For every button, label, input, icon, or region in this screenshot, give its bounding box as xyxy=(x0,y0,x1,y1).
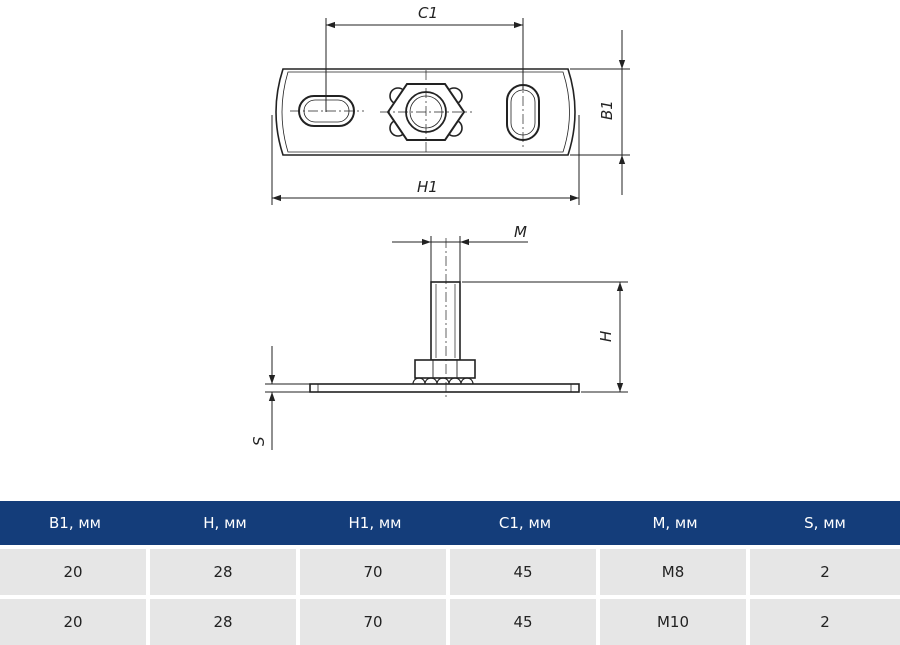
base-plate-side xyxy=(309,383,580,393)
hex-nut-side xyxy=(414,359,476,379)
header-c1: C1, мм xyxy=(450,501,600,545)
label-b1: B1 xyxy=(598,100,616,120)
top-view xyxy=(275,68,576,156)
dimension-h1 xyxy=(271,115,580,205)
table-row: 20 28 70 45 M8 2 xyxy=(0,545,900,595)
label-h: H xyxy=(597,331,615,342)
header-h: H, мм xyxy=(150,501,300,545)
table-header-row: B1, мм H, мм H1, мм C1, мм M, мм S, мм xyxy=(0,501,900,545)
header-m: M, мм xyxy=(600,501,750,545)
header-h1: H1, мм xyxy=(300,501,450,545)
technical-drawing: C1 B1 H1 xyxy=(250,4,630,450)
cell-h1: 70 xyxy=(300,595,450,645)
label-c1: C1 xyxy=(418,4,438,22)
dimension-s xyxy=(265,346,310,450)
cell-m: M8 xyxy=(600,545,750,595)
cell-b1: 20 xyxy=(0,545,150,595)
label-h1: H1 xyxy=(417,178,438,196)
cell-h1: 70 xyxy=(300,545,450,595)
label-m: M xyxy=(514,223,527,241)
cell-c1: 45 xyxy=(450,595,600,645)
cell-m: M10 xyxy=(600,595,750,645)
dimension-b1 xyxy=(570,30,630,195)
cell-s: 2 xyxy=(750,545,900,595)
plate-outline xyxy=(275,68,576,156)
specifications-table: B1, мм H, мм H1, мм C1, мм M, мм S, мм 2… xyxy=(0,501,900,645)
slot-right xyxy=(506,84,540,141)
dimension-c1 xyxy=(325,18,524,112)
plate-inner-edge xyxy=(281,71,570,153)
side-view xyxy=(309,238,580,398)
dimension-h xyxy=(462,281,628,393)
cell-s: 2 xyxy=(750,595,900,645)
header-b1: B1, мм xyxy=(0,501,150,545)
table-row: 20 28 70 45 M10 2 xyxy=(0,595,900,645)
label-s: S xyxy=(250,436,268,446)
cell-h: 28 xyxy=(150,595,300,645)
cell-b1: 20 xyxy=(0,595,150,645)
header-s: S, мм xyxy=(750,501,900,545)
stud xyxy=(430,281,461,361)
dimension-m xyxy=(392,236,528,282)
cell-h: 28 xyxy=(150,545,300,595)
cell-c1: 45 xyxy=(450,545,600,595)
